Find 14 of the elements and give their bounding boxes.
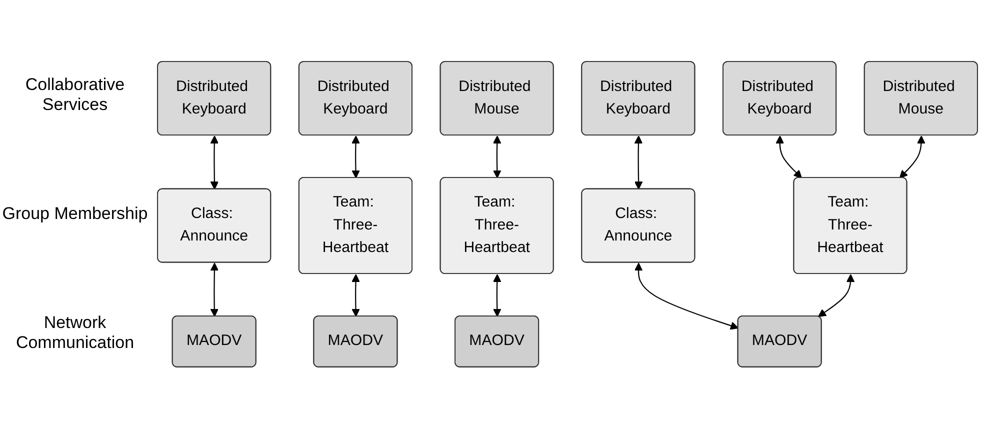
arrow bbox=[210, 135, 219, 190]
arrow bbox=[352, 274, 360, 317]
row-label: Collaborative Services bbox=[24, 74, 126, 115]
arrow bbox=[818, 274, 855, 317]
arrow bbox=[634, 135, 643, 190]
arrow bbox=[899, 135, 926, 178]
arrow bbox=[492, 274, 502, 317]
arrow bbox=[776, 135, 802, 178]
row-label: Network Communication bbox=[14, 313, 136, 354]
arrow bbox=[492, 135, 502, 178]
row-label: Group Membership bbox=[1, 204, 149, 224]
arrow bbox=[634, 262, 739, 330]
arrow bbox=[352, 135, 360, 178]
arrow bbox=[210, 262, 219, 317]
